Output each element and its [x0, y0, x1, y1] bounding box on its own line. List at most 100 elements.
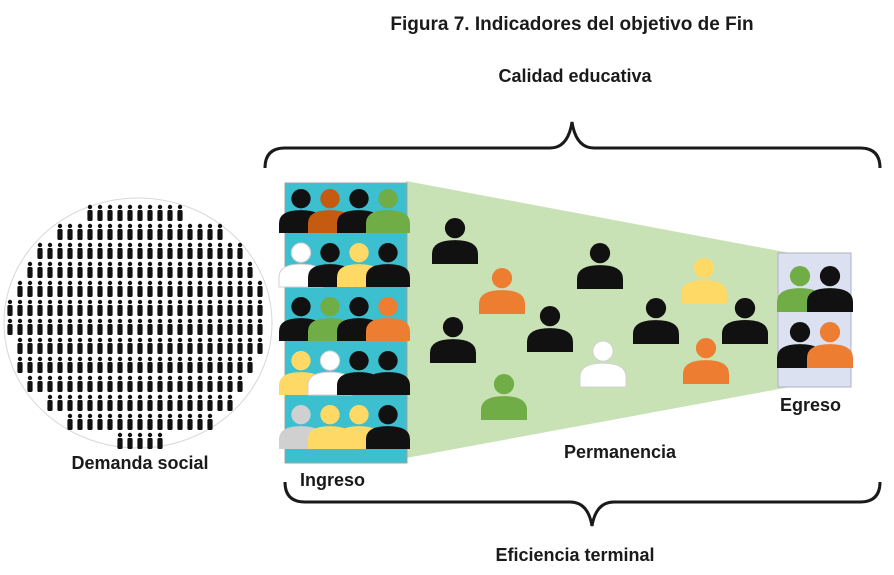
crowd-person-icon	[77, 223, 83, 240]
person-icon	[577, 243, 623, 289]
crowd-person-icon	[177, 413, 183, 430]
crowd-person-icon	[7, 318, 13, 335]
crowd-person-icon	[217, 280, 223, 297]
crowd-person-icon	[107, 242, 113, 259]
crowd-person-icon	[197, 318, 203, 335]
crowd-person-icon	[17, 280, 23, 297]
crowd-person-icon	[187, 280, 193, 297]
crowd-person-icon	[157, 242, 163, 259]
crowd-person-icon	[87, 223, 93, 240]
crowd-person-icon	[97, 299, 103, 316]
crowd-person-icon	[77, 375, 83, 392]
person-icon	[432, 218, 478, 264]
crowd-person-icon	[217, 242, 223, 259]
crowd-person-icon	[137, 413, 143, 430]
crowd-person-icon	[257, 318, 263, 335]
crowd-person-icon	[177, 242, 183, 259]
crowd-person-icon	[97, 280, 103, 297]
crowd-person-icon	[237, 280, 243, 297]
crowd-person-icon	[227, 318, 233, 335]
egress-label: Egreso	[780, 395, 842, 415]
crowd-person-icon	[107, 261, 113, 278]
crowd-person-icon	[67, 280, 73, 297]
crowd-person-icon	[47, 375, 53, 392]
crowd-person-icon	[197, 261, 203, 278]
crowd-person-icon	[147, 394, 153, 411]
crowd-person-icon	[37, 242, 43, 259]
crowd-person-icon	[177, 261, 183, 278]
crowd-person-icon	[247, 356, 253, 373]
crowd-person-icon	[97, 337, 103, 354]
crowd-person-icon	[137, 394, 143, 411]
crowd-person-icon	[147, 432, 153, 449]
crowd-person-icon	[57, 356, 63, 373]
crowd-person-icon	[117, 413, 123, 430]
demand-crowd	[3, 197, 273, 449]
person-icon	[366, 351, 410, 395]
crowd-person-icon	[147, 261, 153, 278]
crowd-person-icon	[137, 375, 143, 392]
crowd-person-icon	[97, 356, 103, 373]
crowd-person-icon	[47, 299, 53, 316]
crowd-person-icon	[157, 223, 163, 240]
crowd-person-icon	[187, 318, 193, 335]
crowd-person-icon	[177, 280, 183, 297]
crowd-person-icon	[177, 299, 183, 316]
crowd-person-icon	[67, 356, 73, 373]
crowd-person-icon	[187, 299, 193, 316]
crowd-person-icon	[147, 337, 153, 354]
permanence-funnel	[406, 181, 790, 458]
crowd-person-icon	[137, 261, 143, 278]
crowd-person-icon	[57, 337, 63, 354]
person-icon	[807, 322, 853, 368]
crowd-person-icon	[27, 261, 33, 278]
crowd-person-icon	[137, 318, 143, 335]
crowd-person-icon	[227, 280, 233, 297]
crowd-person-icon	[147, 204, 153, 221]
crowd-person-icon	[97, 261, 103, 278]
crowd-person-icon	[137, 242, 143, 259]
crowd-person-icon	[117, 204, 123, 221]
crowd-person-icon	[127, 261, 133, 278]
crowd-person-icon	[117, 242, 123, 259]
crowd-person-icon	[127, 242, 133, 259]
crowd-person-icon	[197, 337, 203, 354]
crowd-person-icon	[207, 318, 213, 335]
crowd-person-icon	[37, 356, 43, 373]
crowd-person-icon	[77, 280, 83, 297]
crowd-person-icon	[197, 413, 203, 430]
crowd-person-icon	[247, 299, 253, 316]
crowd-person-icon	[57, 242, 63, 259]
crowd-person-icon	[127, 413, 133, 430]
crowd-person-icon	[17, 356, 23, 373]
crowd-person-icon	[127, 375, 133, 392]
crowd-person-icon	[117, 432, 123, 449]
crowd-person-icon	[177, 375, 183, 392]
crowd-person-icon	[247, 261, 253, 278]
crowd-person-icon	[127, 318, 133, 335]
crowd-person-icon	[227, 261, 233, 278]
person-icon	[430, 317, 476, 363]
crowd-person-icon	[237, 337, 243, 354]
crowd-person-icon	[17, 337, 23, 354]
crowd-person-icon	[227, 375, 233, 392]
crowd-person-icon	[227, 394, 233, 411]
crowd-person-icon	[157, 413, 163, 430]
crowd-person-icon	[107, 223, 113, 240]
crowd-person-icon	[197, 280, 203, 297]
crowd-person-icon	[137, 299, 143, 316]
crowd-person-icon	[157, 261, 163, 278]
crowd-person-icon	[197, 375, 203, 392]
crowd-person-icon	[167, 223, 173, 240]
crowd-person-icon	[167, 375, 173, 392]
crowd-person-icon	[227, 242, 233, 259]
crowd-person-icon	[127, 337, 133, 354]
demand-label: Demanda social	[71, 453, 209, 473]
ingress-people	[278, 189, 410, 449]
crowd-person-icon	[97, 394, 103, 411]
crowd-person-icon	[87, 280, 93, 297]
crowd-person-icon	[237, 299, 243, 316]
crowd-person-icon	[207, 261, 213, 278]
person-icon	[366, 297, 410, 341]
